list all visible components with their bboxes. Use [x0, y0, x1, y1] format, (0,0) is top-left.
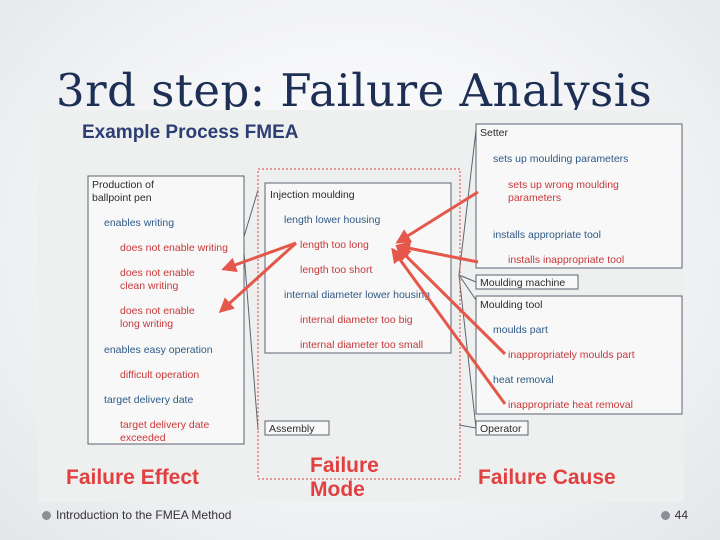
effect-failure-5-line2: exceeded — [120, 432, 166, 444]
mode-failure-1: length too long — [300, 239, 369, 251]
setter-function-2: installs appropriate tool — [493, 229, 601, 241]
moulding-tool-header: Moulding tool — [480, 299, 542, 311]
slide-page-number: 44 — [660, 508, 688, 522]
effect-header-line1: Production of — [92, 179, 154, 191]
mode-failure-4: internal diameter too small — [300, 339, 423, 351]
assembly-label: Assembly — [269, 423, 315, 435]
failure-arrows — [218, 190, 507, 405]
mode-function-2: internal diameter lower housing — [284, 289, 430, 301]
tool-function-1: moulds part — [493, 324, 548, 336]
arrow-mode-to-effect-clean — [221, 241, 297, 272]
arrow-heat-to-mode — [391, 247, 507, 405]
setter-function-1: sets up moulding parameters — [493, 153, 628, 165]
figure-heading: Example Process FMEA — [82, 122, 299, 143]
failure-mode-region — [257, 168, 461, 480]
effect-failure-2-line2: clean writing — [120, 280, 179, 292]
effect-failure-3-line1: does not enable — [120, 305, 195, 317]
mode-header: Injection moulding — [270, 189, 355, 201]
tool-failure-2: inappropriate heat removal — [508, 399, 633, 411]
assembly-box — [264, 420, 330, 436]
setter-failure-1-line1: sets up wrong moulding — [508, 179, 619, 191]
effect-function-2: enables easy operation — [104, 344, 213, 356]
tool-failure-1: inappropriately moulds part — [508, 349, 635, 361]
failure-effect-label: Failure Effect — [66, 466, 199, 489]
effect-failure-1: does not enable writing — [120, 242, 228, 254]
arrow-setter-to-mode — [395, 190, 479, 244]
failure-effect-box — [87, 175, 245, 445]
effect-header-line2: ballpoint pen — [92, 192, 152, 204]
mode-failure-3: internal diameter too big — [300, 314, 413, 326]
mode-function-1: length lower housing — [284, 214, 380, 226]
mode-failure-2: length too short — [300, 264, 372, 276]
slide-title: 3rd step: Failure Analysis — [56, 64, 653, 117]
operator-box — [475, 420, 529, 436]
effect-failure-2-line1: does not enable — [120, 267, 195, 279]
effect-failure-3-line2: long writing — [120, 318, 173, 330]
failure-cause-label: Failure Cause — [478, 466, 616, 489]
effect-failure-4: difficult operation — [120, 369, 199, 381]
arrow-mode-to-effect-long — [218, 241, 298, 314]
effect-function-3: target delivery date — [104, 394, 193, 406]
failure-mode-label-line1: Failure — [310, 454, 379, 477]
failure-mode-label-line2: Mode — [310, 478, 365, 501]
moulding-machine-label: Moulding machine — [480, 277, 565, 289]
tool-function-2: heat removal — [493, 374, 554, 386]
operator-label: Operator — [480, 423, 522, 435]
arrow-moulds-to-mode — [395, 245, 507, 356]
moulding-tool-box — [475, 295, 683, 415]
setter-failure-1-line2: parameters — [508, 192, 561, 204]
footer-text: Introduction to the FMEA Method — [56, 508, 232, 522]
slide-footer: Introduction to the FMEA Method — [42, 508, 231, 522]
moulding-machine-box — [475, 274, 579, 290]
page-number: 44 — [674, 508, 688, 522]
setter-failure-2: installs inappropriate tool — [508, 254, 624, 266]
footer-bullet-icon — [42, 510, 51, 520]
page-bullet-icon — [660, 510, 670, 520]
setter-header: Setter — [480, 127, 509, 139]
effect-failure-5-line1: target delivery date — [120, 419, 209, 431]
fmea-figure: Example Process FMEA Production of ballp… — [38, 110, 684, 502]
effect-function-1: enables writing — [104, 217, 174, 229]
fmea-diagram: Example Process FMEA Production of ballp… — [66, 122, 683, 501]
setter-box — [475, 123, 683, 269]
